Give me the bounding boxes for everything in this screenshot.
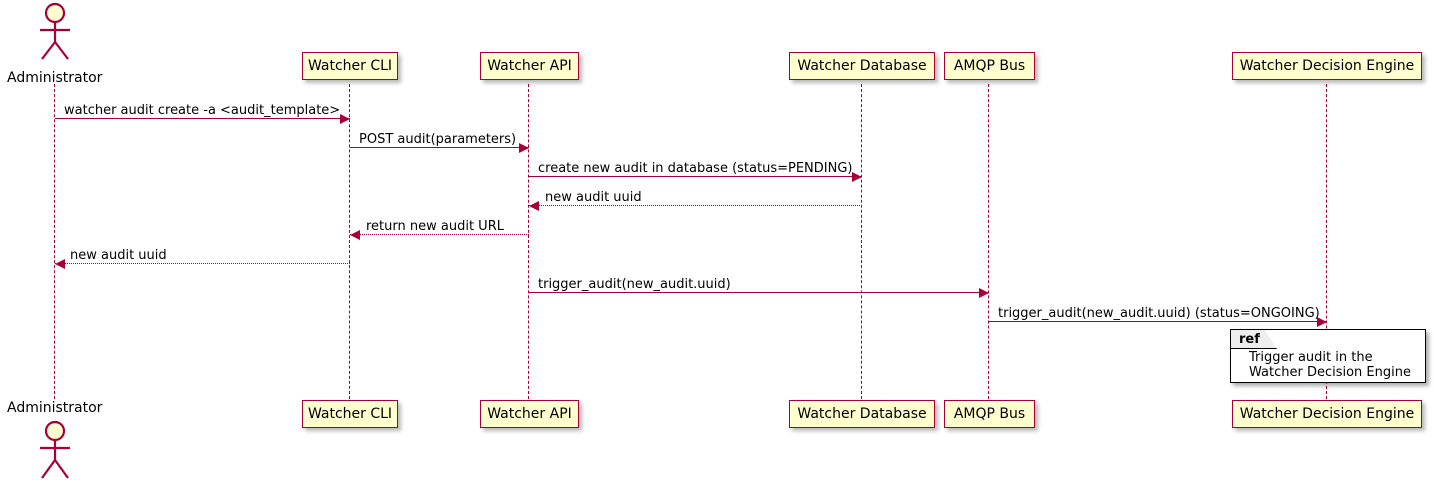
message-arrowhead-5: [350, 230, 360, 240]
message-line-1: [55, 118, 350, 119]
message-label-8: trigger_audit(new_audit.uuid) (status=ON…: [998, 306, 1320, 321]
participant-label: Watcher Decision Engine: [1239, 58, 1415, 74]
message-label-1: watcher audit create -a <audit_template>: [64, 103, 341, 118]
participant-label: Watcher CLI: [307, 58, 393, 74]
message-label-7: trigger_audit(new_audit.uuid): [538, 277, 731, 292]
participant-label: AMQP Bus: [953, 58, 1026, 74]
ref-fragment-line-0: Trigger audit in the: [1249, 350, 1373, 365]
message-line-3: [529, 176, 862, 177]
message-arrowhead-8: [1317, 317, 1327, 327]
lifeline-watcher-decision-engine: [1326, 84, 1328, 399]
message-line-8: [989, 321, 1327, 322]
message-label-3: create new audit in database (status=PEN…: [538, 161, 853, 176]
message-line-2: [350, 147, 529, 148]
message-label-5: return new audit URL: [366, 219, 504, 234]
lifeline-watcher-api: [528, 84, 530, 399]
participant-amqp-bus-top[interactable]: AMQP Bus: [944, 52, 1035, 80]
participant-label: AMQP Bus: [953, 406, 1026, 422]
participant-label: Watcher Database: [797, 406, 927, 422]
participant-watcher-decision-engine-bottom[interactable]: Watcher Decision Engine: [1232, 400, 1422, 428]
message-line-7: [529, 292, 989, 293]
participant-watcher-decision-engine-top[interactable]: Watcher Decision Engine: [1232, 52, 1422, 80]
participant-watcher-api-top[interactable]: Watcher API: [480, 52, 579, 80]
participant-label: Watcher API: [487, 406, 572, 422]
actor-label-administrator-top: Administrator: [7, 70, 103, 86]
message-arrowhead-4: [529, 201, 539, 211]
message-label-2: POST audit(parameters): [359, 132, 517, 147]
participant-label: Watcher Database: [797, 58, 927, 74]
participant-watcher-cli-bottom[interactable]: Watcher CLI: [302, 400, 398, 428]
participant-watcher-api-bottom[interactable]: Watcher API: [480, 400, 579, 428]
lifeline-administrator: [54, 84, 56, 399]
message-arrowhead-6: [55, 259, 65, 269]
message-arrowhead-1: [340, 114, 350, 124]
message-arrowhead-7: [979, 288, 989, 298]
message-arrowhead-3: [852, 172, 862, 182]
ref-fragment-tab-label: ref: [1231, 330, 1277, 349]
lifeline-watcher-cli: [349, 84, 351, 399]
message-label-6: new audit uuid: [70, 248, 167, 263]
participant-watcher-database-top[interactable]: Watcher Database: [789, 52, 935, 80]
message-arrowhead-2: [519, 143, 529, 153]
participant-watcher-cli-top[interactable]: Watcher CLI: [302, 52, 398, 80]
participant-label: Watcher API: [487, 58, 572, 74]
participant-watcher-database-bottom[interactable]: Watcher Database: [789, 400, 935, 428]
message-line-5: [350, 234, 529, 235]
participant-label: Watcher CLI: [307, 406, 393, 422]
actor-administrator-top: [40, 2, 70, 60]
lifeline-amqp-bus: [988, 84, 990, 399]
actor-label-administrator-bottom: Administrator: [7, 400, 103, 416]
ref-fragment-line-1: Watcher Decision Engine: [1249, 365, 1411, 380]
actor-administrator-bottom: [40, 420, 70, 479]
participant-amqp-bus-bottom[interactable]: AMQP Bus: [944, 400, 1035, 428]
message-line-4: [529, 205, 862, 206]
message-label-4: new audit uuid: [545, 190, 642, 205]
message-line-6: [55, 263, 350, 264]
participant-label: Watcher Decision Engine: [1239, 406, 1415, 422]
lifeline-watcher-database: [861, 84, 863, 399]
